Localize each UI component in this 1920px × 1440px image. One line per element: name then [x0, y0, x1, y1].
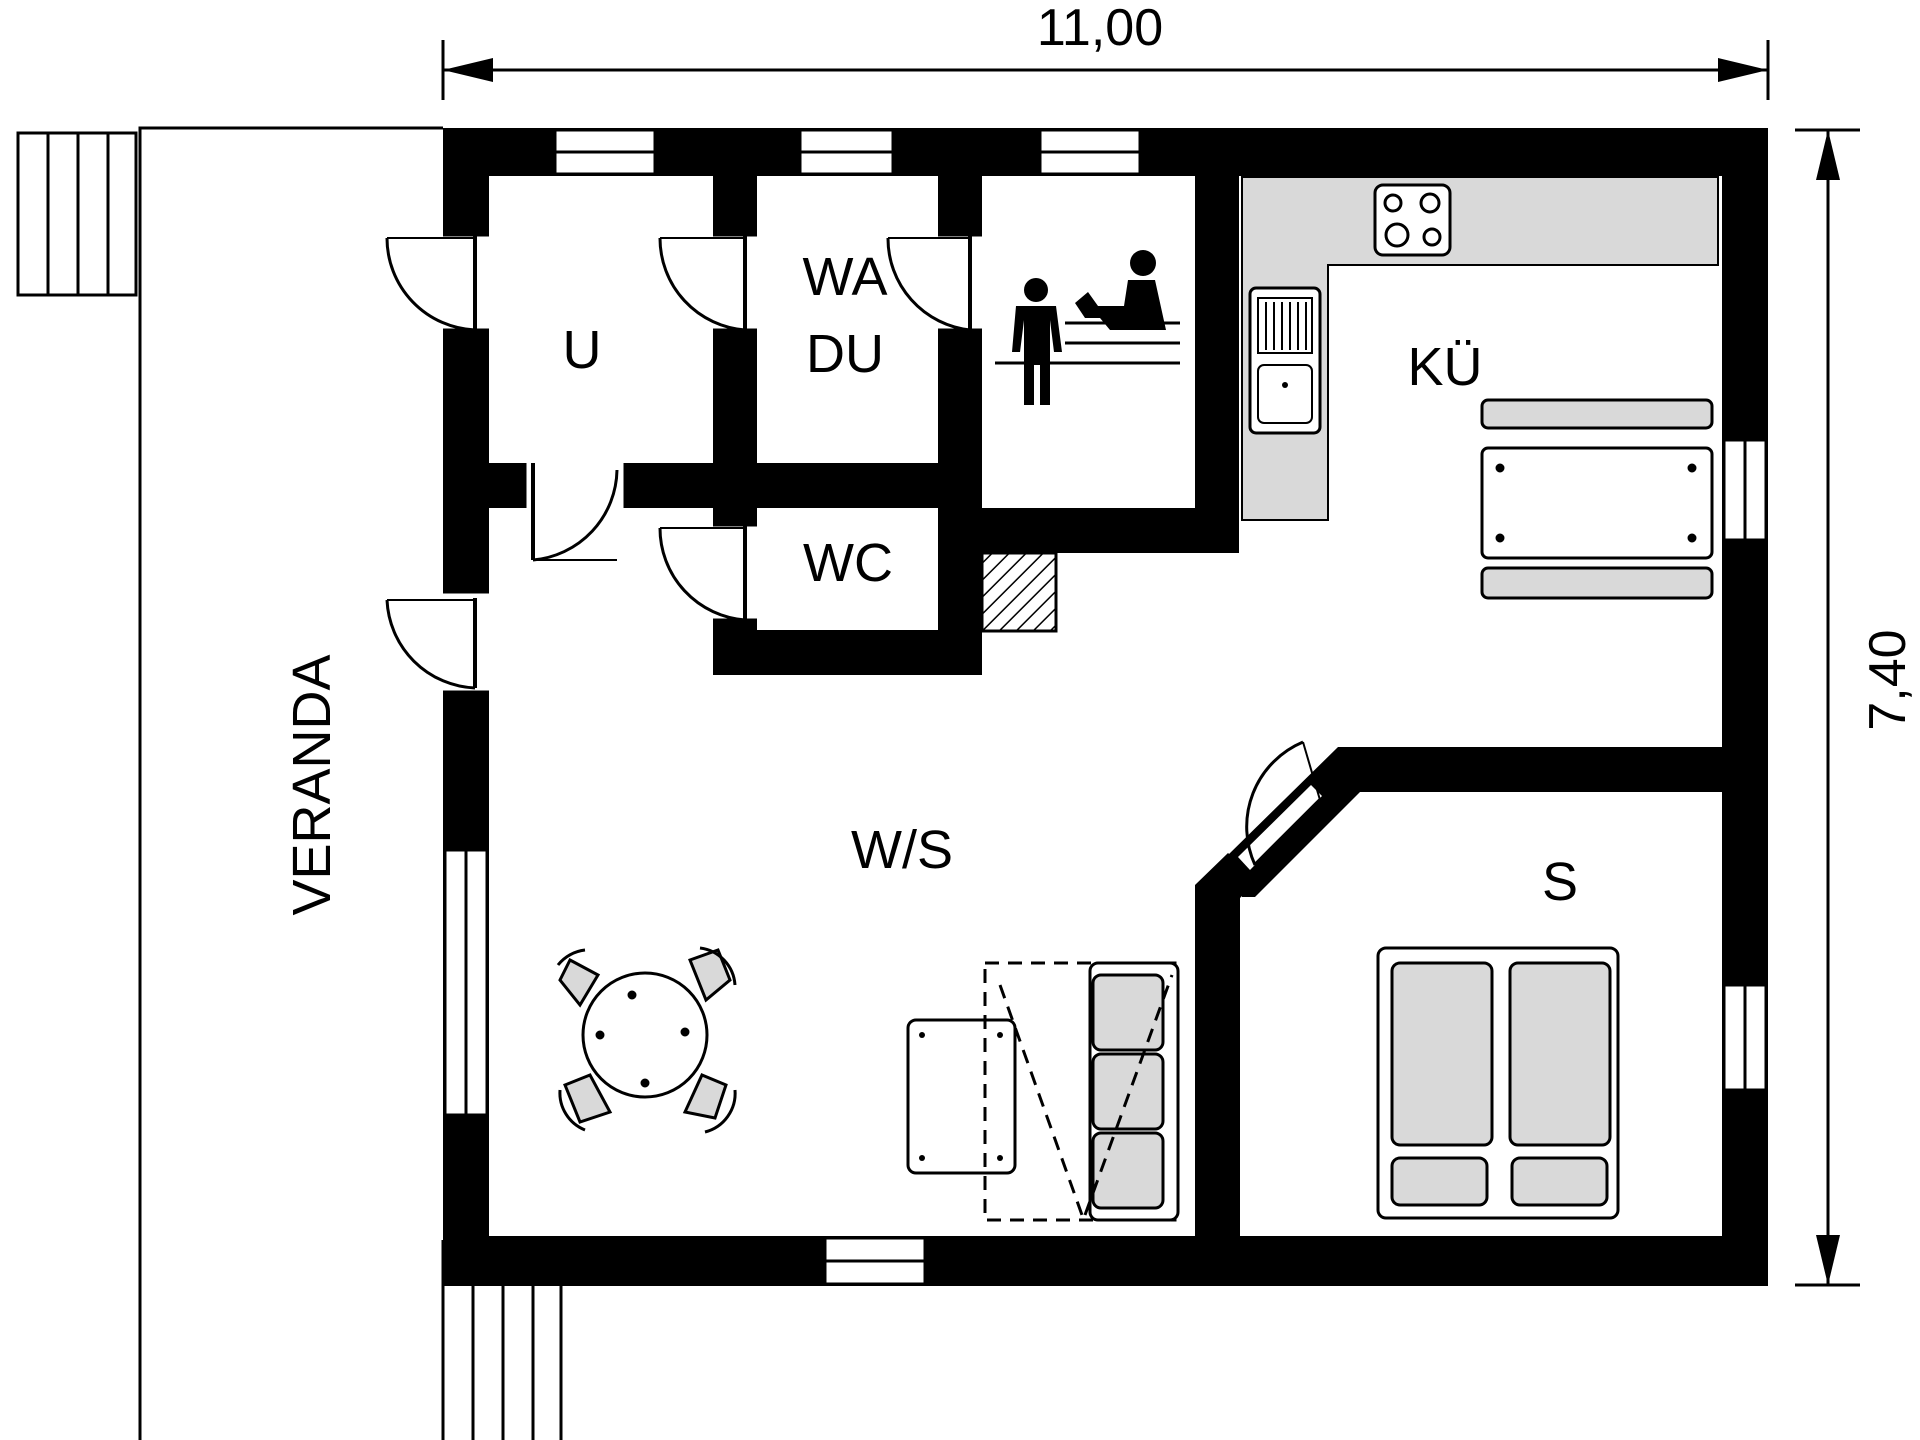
- room-label-wa: WA: [803, 247, 888, 307]
- door-sauna: [886, 233, 982, 332]
- kitchen-counter: [1241, 176, 1719, 521]
- room-label-kue: KÜ: [1407, 337, 1482, 397]
- door-wc: [658, 523, 757, 622]
- dining-table-round: [556, 946, 737, 1134]
- wall-sauna-kitchen: [1195, 128, 1239, 553]
- sauna-icon: [995, 250, 1180, 405]
- chair: [558, 1073, 613, 1132]
- wall-wc-bottom: [713, 630, 982, 675]
- width-label: 11,00: [1037, 0, 1163, 57]
- wall-exterior-bottom: [443, 1236, 1768, 1286]
- veranda-steps-bottom: [441, 1276, 563, 1440]
- room-label-ws: W/S: [851, 820, 953, 880]
- wall-bedroom-top: [1338, 747, 1768, 792]
- veranda-steps-top: [16, 131, 138, 297]
- wall-bedroom-left: [1195, 853, 1258, 1236]
- door-u-bottom: [523, 463, 627, 562]
- chair: [556, 948, 601, 1008]
- wall-exterior-right: [1722, 128, 1768, 1286]
- dimension-height: 7,40: [1795, 128, 1917, 1287]
- sink-icon: [1248, 286, 1322, 435]
- room-label-s: S: [1542, 852, 1578, 912]
- stove-cooktop-icon: [1373, 183, 1452, 257]
- height-label: 7,40: [1859, 629, 1917, 730]
- room-label-u: U: [563, 320, 602, 380]
- doors: [385, 233, 1322, 870]
- room-label-wc: WC: [803, 533, 893, 593]
- kitchen-dining-table: [1480, 398, 1714, 600]
- windows: [443, 128, 1768, 1286]
- room-label-du: DU: [806, 324, 884, 384]
- dimension-width: 11,00: [441, 0, 1770, 100]
- room-label-veranda: VERANDA: [282, 654, 342, 915]
- chair: [688, 946, 737, 1003]
- wall-sauna-bottom: [982, 508, 1239, 553]
- chair: [682, 1073, 737, 1134]
- door-hall-u: [658, 233, 757, 332]
- coffee-table: [906, 1018, 1017, 1175]
- double-bed: [1376, 946, 1620, 1220]
- veranda: VERANDA: [138, 126, 445, 1440]
- door-bedroom: [1238, 740, 1322, 870]
- door-veranda-living: [385, 590, 489, 694]
- door-veranda-u: [385, 233, 489, 332]
- stove-hatched: [980, 551, 1058, 633]
- sofa-bed: [983, 961, 1180, 1222]
